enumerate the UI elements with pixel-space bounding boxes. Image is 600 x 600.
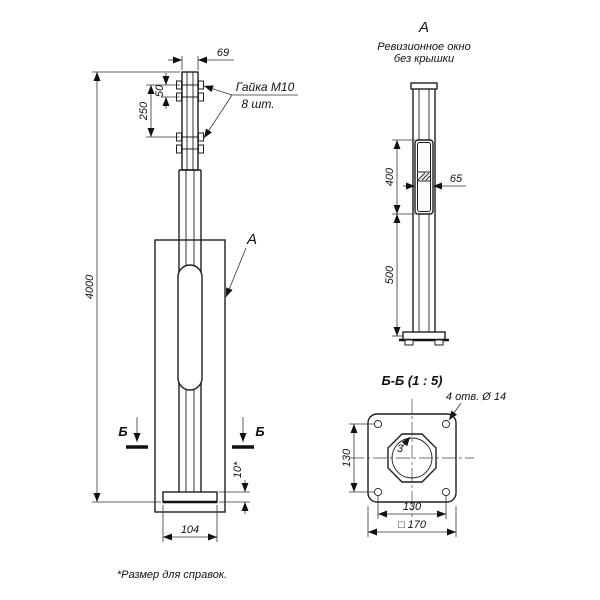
nut [198,132,204,142]
dim-text-wall: 3 [397,443,404,455]
dim-130-vertical: 130 [341,423,374,493]
hatch-line [417,172,426,181]
casing-outline [154,239,226,513]
view-a: А Ревизионное окно без крышки 65 [377,19,471,346]
dim-total-height: 4000 [84,71,180,503]
dim-text-250: 250 [138,101,150,121]
dim-130-horizontal: 130 [377,496,447,519]
holes-callout: 4 отв. Ø 14 [446,391,506,421]
dim-text-50: 50 [154,84,166,97]
view-a-title: А [418,19,429,36]
dim-text-130-h: 130 [403,501,422,513]
base-plate [162,491,218,504]
view-a-subtitle-1: Ревизионное окно [377,41,470,53]
nut [176,144,182,154]
leader-line [401,436,411,447]
view-a-callout: А [225,231,257,298]
view-a-marker-text: А [246,231,257,248]
dim-500: 500 [384,214,403,337]
section-bb-title: Б-Б (1 : 5) [381,373,442,388]
bolt-hole [373,419,383,429]
section-marker-right: Б [232,417,265,449]
bolt-hole [441,419,451,429]
dim-text-square-170: □ 170 [398,519,427,531]
dim-text-10: 10* [232,461,244,478]
bolt-hole [441,487,451,497]
nut-row-2 [176,92,204,102]
dim-plate-thickness: 10* [219,461,250,514]
dim-text-4000: 4000 [84,274,96,299]
nut [198,80,204,90]
dim-top-width: 69 [168,47,234,70]
nut [198,92,204,102]
leader-line [203,85,233,96]
dim-text-400: 400 [384,167,396,186]
nut-callout-text: Гайка М10 [236,80,295,94]
leader-line [448,402,462,421]
nut-callout-qty: 8 шт. [241,97,274,111]
leader-line [203,94,233,139]
nut-row-1 [176,80,204,90]
foot [434,339,444,346]
view-a-subtitle-2: без крышки [394,53,454,65]
top-section-outline [181,71,199,171]
holes-callout-text: 4 отв. Ø 14 [446,391,506,403]
dim-text-500: 500 [384,265,396,284]
nut-row-4 [176,144,204,154]
hatch-line [421,172,430,181]
inspection-window-opening [177,264,203,391]
nut [198,144,204,154]
section-marker-left: Б [118,417,148,449]
dim-square-170: □ 170 [367,506,457,537]
section-bb: Б-Б (1 : 5) 4 отв. Ø 14 3 130 [341,373,506,537]
base-plate-outline [367,413,457,503]
dim-text-104: 104 [181,524,199,536]
nut-callout: Гайка М10 8 шт. [203,80,298,139]
hatch-line [425,175,431,181]
view-a-window [414,139,434,215]
dim-text-69: 69 [217,47,229,59]
dim-window-width: 65 [403,173,466,190]
footnote: *Размер для справок. [117,569,227,581]
pole-octagon-outer [387,433,437,483]
leader-line [225,247,247,298]
dim-text-130-v: 130 [341,448,353,467]
dim-plate-width: 104 [162,505,218,542]
top-cap [410,82,438,90]
pole-bore-circle [391,437,433,479]
dim-text-65: 65 [450,173,463,185]
pole-top-section [176,71,204,171]
main-view: 69 50 250 4000 10* [84,47,298,542]
view-a-base [399,331,449,346]
window-latch [417,171,431,182]
nut-row-3 [176,132,204,142]
dim-250: 250 [138,85,180,138]
bolt-hole [373,487,383,497]
foot [404,339,414,346]
section-letter-right: Б [255,424,264,439]
dim-400: 400 [384,139,415,215]
section-letter-left: Б [118,424,127,439]
base-plate-outline [162,491,218,503]
wall-thickness-callout: 3 [397,436,411,455]
